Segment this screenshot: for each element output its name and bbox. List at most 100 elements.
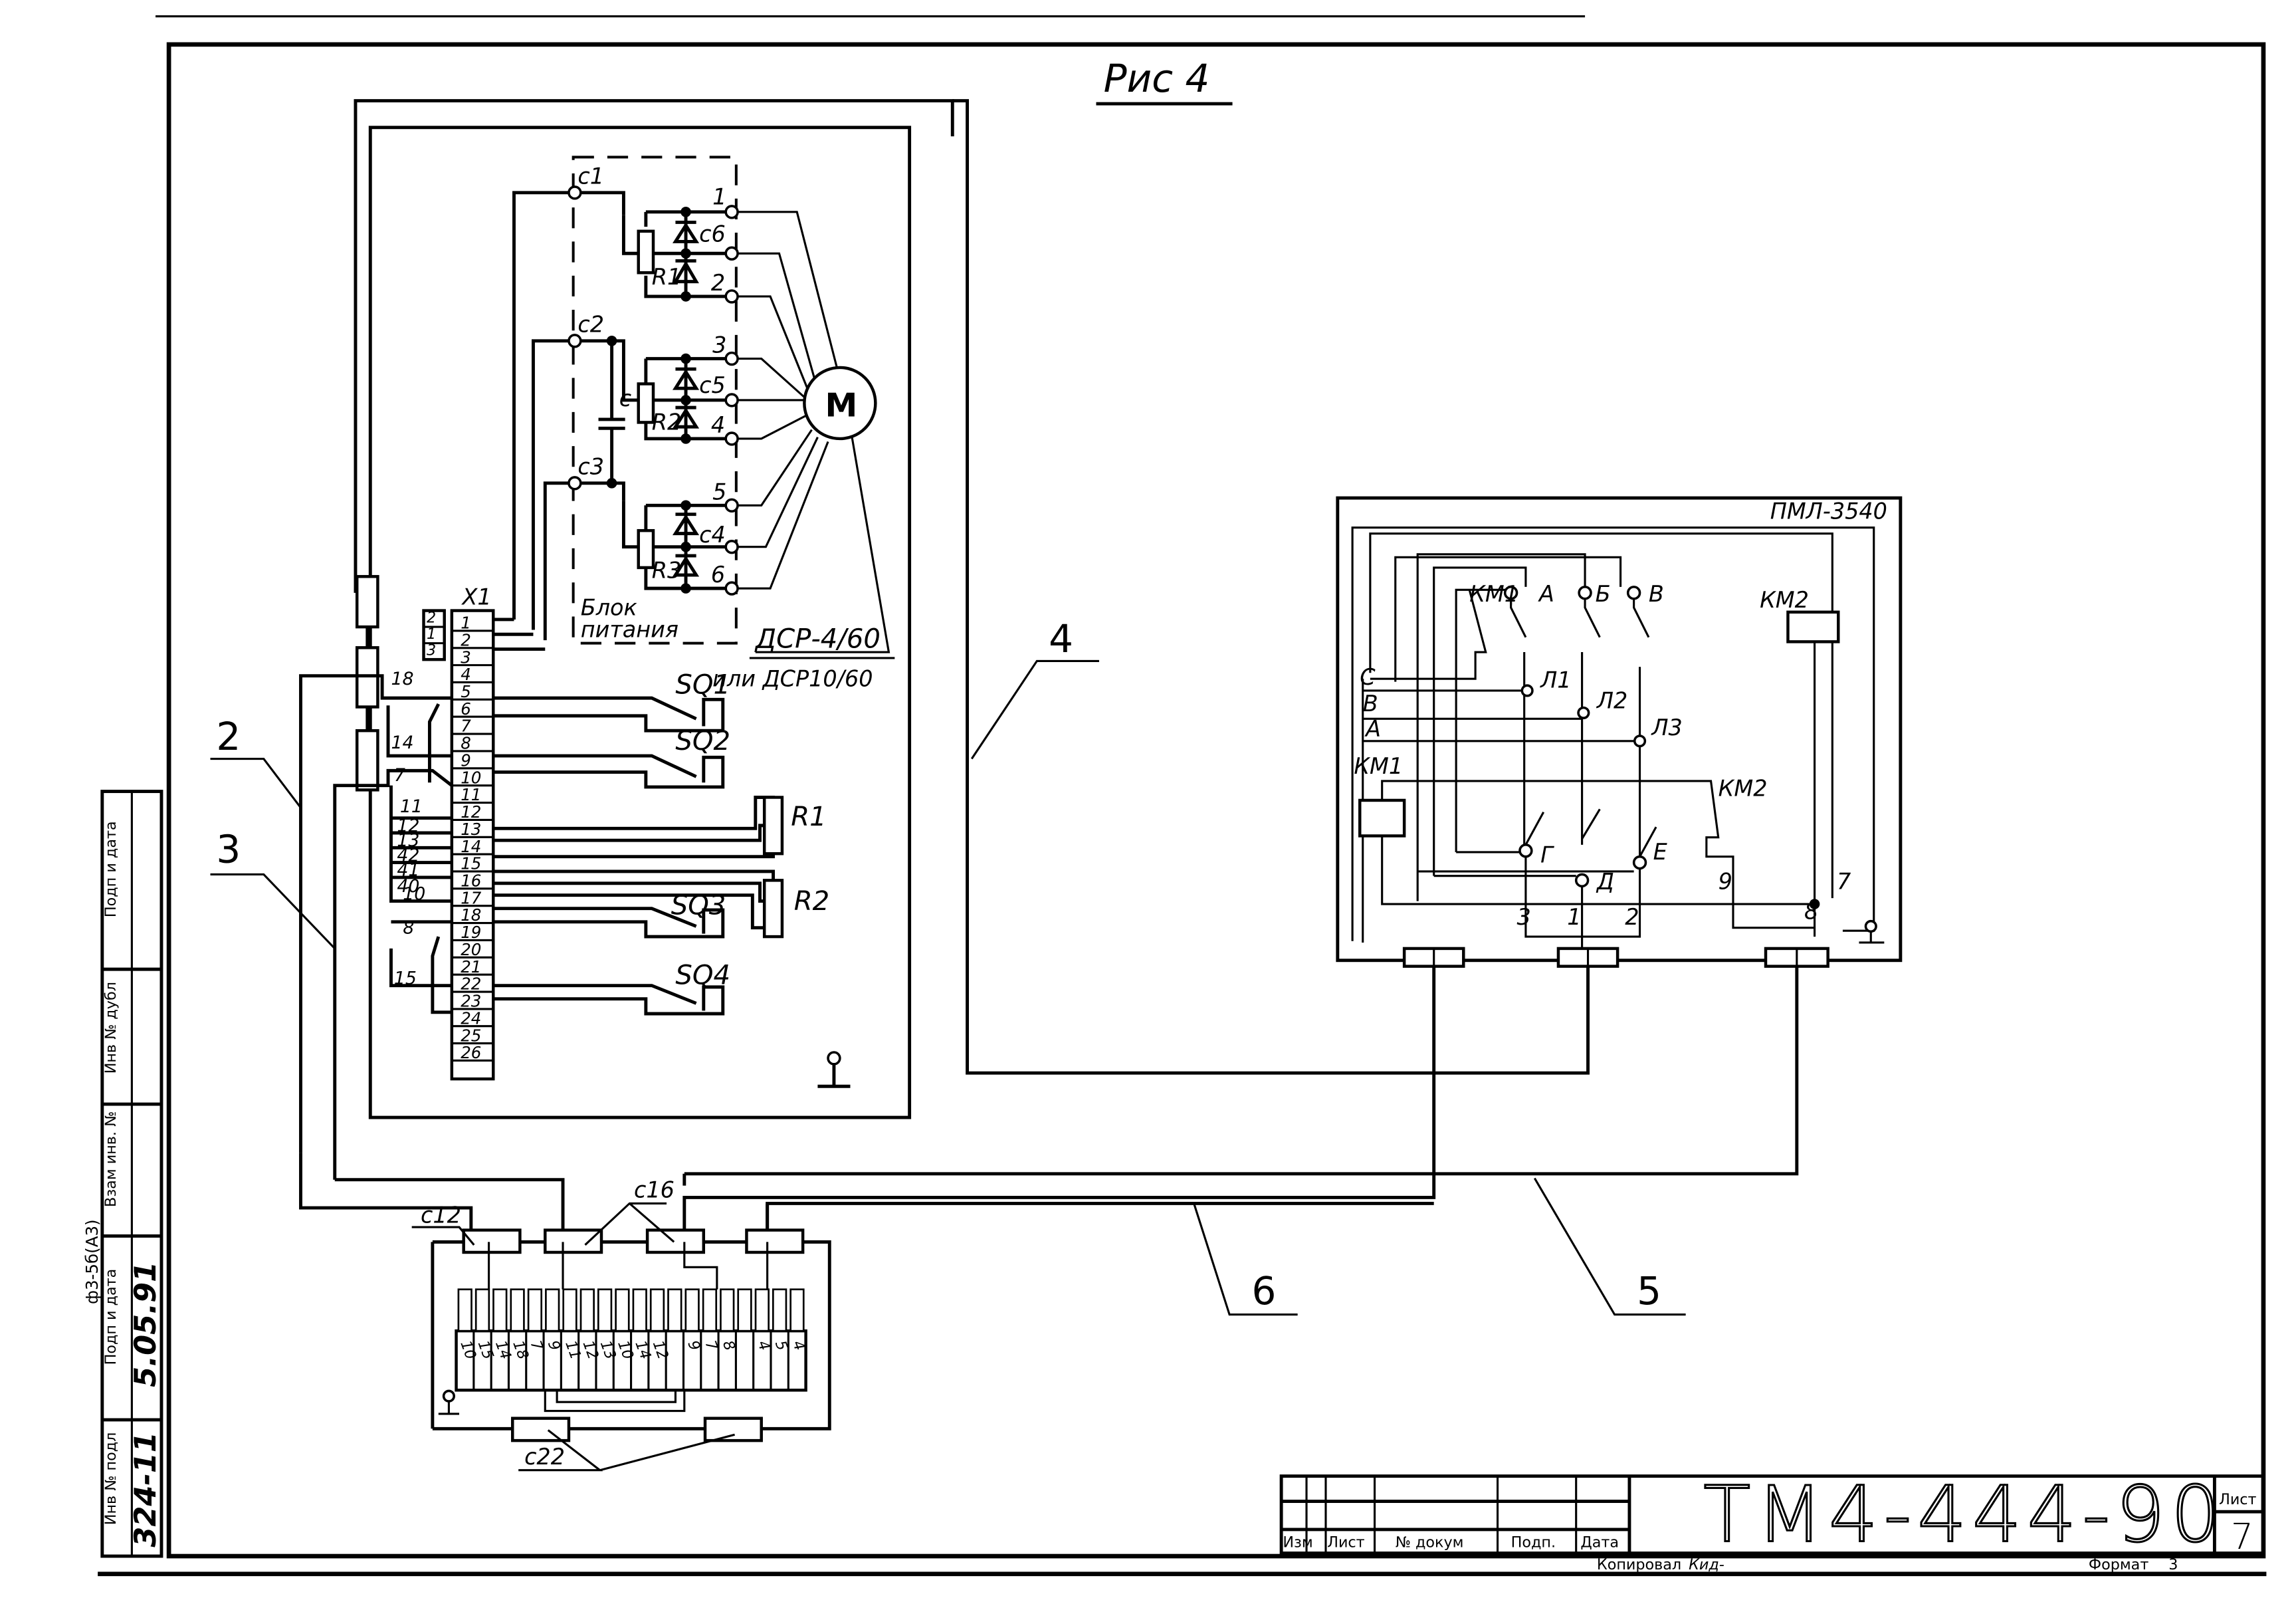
strip-lead bbox=[527, 1288, 543, 1332]
terminal-c2 bbox=[568, 334, 582, 348]
terminal-1 bbox=[724, 205, 739, 219]
x1-pin: 4 bbox=[461, 665, 471, 684]
label-input-v: В bbox=[1649, 581, 1664, 607]
wire-number: 13 bbox=[397, 830, 419, 851]
power-block-label: Блок bbox=[581, 594, 637, 620]
dsr-device: Блок питания с1 с2 с3 с R1 с6 1 2 bbox=[354, 99, 1590, 1119]
x1-pin: 6 bbox=[461, 699, 471, 719]
wire-c1 bbox=[512, 191, 625, 620]
gland-c16b bbox=[645, 1228, 706, 1254]
callout-4: 4 bbox=[970, 616, 1099, 760]
wire-sq3 bbox=[493, 907, 725, 939]
gland-c22b bbox=[703, 1417, 763, 1442]
cable-4-upper bbox=[354, 99, 954, 593]
x1-side-pin-3: 3 bbox=[427, 641, 436, 659]
x1-side-block bbox=[422, 609, 446, 661]
label-coil-km2: КМ2 bbox=[1760, 587, 1809, 613]
terminal-6 bbox=[724, 581, 739, 596]
wire-number: 40 bbox=[397, 876, 419, 897]
gland-c12 bbox=[462, 1228, 522, 1254]
label-sq1: SQ1 bbox=[675, 669, 730, 700]
label-sq4: SQ4 bbox=[675, 960, 730, 990]
strip-lead bbox=[754, 1288, 770, 1332]
strip-lead bbox=[457, 1288, 472, 1332]
x1-pin: 25 bbox=[461, 1026, 481, 1045]
stamp-field-label: Подп и дата bbox=[102, 1269, 120, 1365]
strip-lead bbox=[615, 1288, 630, 1332]
x1-left-wiring bbox=[389, 703, 452, 1014]
wire-number: 7 bbox=[394, 765, 405, 786]
callout-5: 5 bbox=[1533, 1177, 1686, 1316]
label-output-d: Д bbox=[1596, 869, 1614, 895]
label-c3: с3 bbox=[577, 453, 604, 479]
wire-number: 8 bbox=[403, 918, 414, 939]
potentiometer-r2 bbox=[762, 879, 784, 939]
terminal-c5 bbox=[724, 393, 739, 407]
strip-lead bbox=[789, 1288, 805, 1332]
stamp-field-label: Инв № подл bbox=[102, 1432, 120, 1526]
label-line-l3: Л3 bbox=[1651, 715, 1682, 741]
x1-pin: 24 bbox=[461, 1008, 481, 1028]
x1-pin: 2 bbox=[461, 630, 471, 649]
terminal-5 bbox=[724, 498, 739, 513]
stamp-field-value: 5.05.91 bbox=[128, 1262, 163, 1387]
callout-6: 6 bbox=[1193, 1202, 1298, 1316]
callout-4-label: 4 bbox=[1049, 616, 1073, 661]
motor-label: М bbox=[825, 386, 858, 424]
wire-c3 bbox=[543, 481, 625, 641]
label-contact-km1: КМ1 bbox=[1469, 581, 1518, 607]
strip-lead bbox=[737, 1288, 752, 1332]
x1-pin: 21 bbox=[461, 957, 481, 976]
label-coil-km1: КМ1 bbox=[1354, 753, 1403, 779]
power-block-boundary bbox=[572, 156, 738, 645]
tb-header-doc: № докум bbox=[1396, 1534, 1464, 1551]
label-r1-internal: R1 bbox=[652, 264, 681, 290]
connector-x1: X1 1234567891011121314151617181920212223… bbox=[299, 575, 829, 1180]
wire-sq2 bbox=[493, 754, 725, 789]
main-contacts-top bbox=[1510, 598, 1650, 638]
label-c1: с1 bbox=[577, 163, 604, 189]
label-r3-internal: R3 bbox=[652, 558, 681, 584]
label-output-g: Г bbox=[1540, 842, 1554, 868]
label-terminal-4: 4 bbox=[711, 412, 725, 438]
label-input-a: А bbox=[1538, 581, 1554, 607]
strip-lead bbox=[684, 1288, 700, 1332]
rectifier-2: R2 с5 3 4 bbox=[621, 332, 739, 446]
figure-title: Рис 4 bbox=[1104, 56, 1210, 101]
x1-pin: 19 bbox=[461, 923, 481, 942]
x1-side-pin-2: 2 bbox=[427, 609, 436, 626]
label-gland-c22: с22 bbox=[524, 1444, 565, 1470]
potentiometer-r1 bbox=[762, 796, 784, 856]
wire-r1 bbox=[493, 796, 776, 859]
strip-lead bbox=[772, 1288, 787, 1332]
cable-3 bbox=[333, 768, 453, 1180]
strip-lead bbox=[510, 1288, 525, 1332]
gland-4 bbox=[745, 1228, 805, 1254]
wire-mark-3: 3 bbox=[1517, 904, 1531, 930]
label-gland-c16: с16 bbox=[634, 1177, 675, 1202]
terminal-2 bbox=[724, 289, 739, 304]
label-capacitor: с bbox=[619, 386, 631, 411]
x1-pin: 12 bbox=[461, 802, 481, 822]
wire-number: 18 bbox=[391, 669, 413, 689]
motor-leads bbox=[738, 211, 890, 653]
rectifier-3: R3 с4 5 6 bbox=[621, 479, 739, 596]
x1-side-pin-1: 1 bbox=[427, 626, 436, 643]
coil-km1 bbox=[1358, 798, 1406, 838]
sheet-number: 7 bbox=[2231, 1516, 2253, 1557]
x1-pin: 1 bbox=[461, 614, 471, 633]
title-block: Изм Лист № докум Подп. Дата ТМ4-444-90 Л… bbox=[1279, 1469, 2265, 1573]
gland-c22a bbox=[511, 1417, 571, 1442]
tb-header-date: Дата bbox=[1580, 1534, 1619, 1551]
terminal-box-enclosure bbox=[432, 1240, 831, 1430]
tb-header-list: Лист bbox=[1327, 1534, 1364, 1551]
stamp-field-label: Подп и дата bbox=[102, 821, 120, 917]
label-c2: с2 bbox=[577, 311, 604, 337]
gland-1 bbox=[355, 575, 379, 629]
label-terminal-6: 6 bbox=[711, 562, 725, 588]
strip-lead bbox=[562, 1288, 577, 1332]
x1-pin: 16 bbox=[461, 871, 481, 890]
label-sq3: SQ3 bbox=[671, 891, 726, 921]
